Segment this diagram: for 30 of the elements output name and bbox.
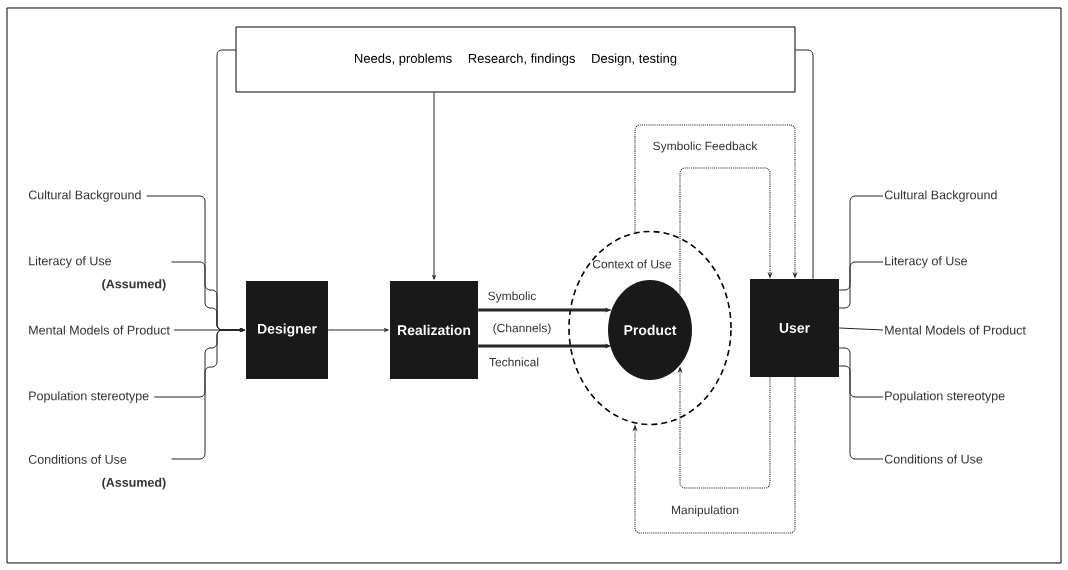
- factor-label: Cultural Background: [884, 190, 997, 202]
- dotted-arrow: [679, 167, 773, 295]
- factor-label: Conditions of Use (Assumed): [28, 454, 166, 490]
- factor-label: Conditions of Use: [884, 454, 983, 464]
- process-box: Realization: [390, 281, 478, 379]
- factor-label: Mental Models of Product: [29, 325, 170, 335]
- edge-label: Symbolic: [486, 290, 538, 304]
- factor-label: Mental Models of Product: [885, 325, 1026, 335]
- connector: [432, 92, 436, 280]
- header-box: Needs, problems Research, findings Design, testing: [235, 26, 796, 93]
- connector: [838, 365, 884, 460]
- dotted-arrow: [632, 376, 796, 534]
- factor-label: Cultural Background: [28, 190, 141, 202]
- connector: [327, 328, 389, 332]
- factor-label: Population stereotype: [29, 391, 149, 403]
- process-box: User: [750, 279, 839, 377]
- connector: [838, 347, 884, 398]
- edge-label: Manipulation: [670, 504, 740, 518]
- channel-label: (Channels): [493, 323, 551, 335]
- connector: [838, 261, 884, 309]
- factor-label: Literacy of Use (Assumed): [29, 256, 166, 291]
- factor-label: Population stereotype: [885, 391, 1005, 403]
- process-box: Designer: [246, 281, 328, 379]
- connector: [216, 49, 245, 332]
- edge-label: Symbolic Feedback: [651, 140, 759, 154]
- connector: [838, 327, 884, 331]
- edge-label: Technical: [488, 356, 540, 368]
- connector: [838, 195, 884, 291]
- factor-label: Literacy of Use: [885, 256, 967, 268]
- connector: [795, 49, 814, 280]
